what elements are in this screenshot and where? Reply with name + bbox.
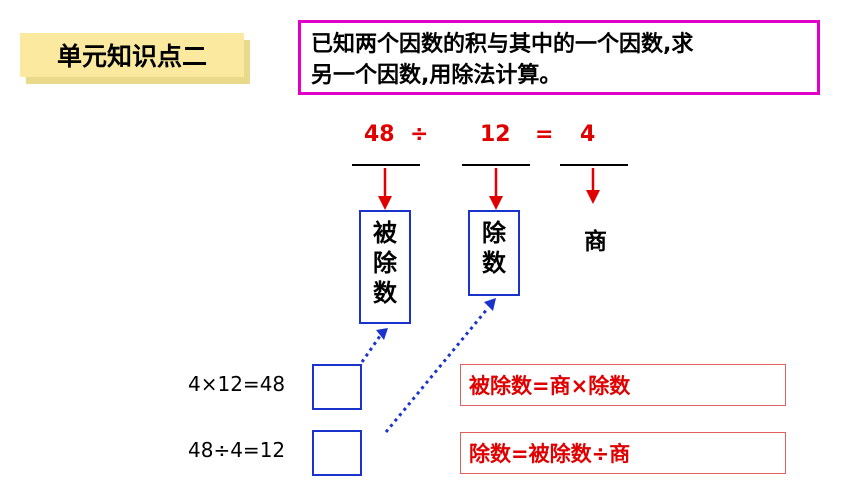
dotted-arrow-to-divisor-icon — [384, 298, 496, 433]
divisor-label-box: 除数 — [468, 210, 520, 296]
quotient-value: 4 — [580, 122, 596, 147]
equals-sign: = — [535, 122, 554, 147]
rule-2-text: 除数=被除数÷商 — [469, 442, 631, 466]
rule-box-2: 除数=被除数÷商 — [460, 432, 786, 474]
header-line-2: 另一个因数,用除法计算。 — [311, 63, 562, 88]
dotted-arrow-to-dividend-icon — [360, 328, 388, 363]
section-badge: 单元知识点二 — [20, 33, 244, 77]
dividend-value: 48 — [364, 122, 395, 147]
quotient-label: 商 — [584, 229, 607, 255]
dividend-underline — [352, 164, 420, 166]
multiply-formula: 4×12=48 — [188, 372, 286, 396]
divide-formula: 48÷4=12 — [188, 438, 286, 462]
divisor-arrow-icon — [489, 168, 503, 210]
dividend-label: 被除数 — [373, 219, 397, 307]
rule-1-text: 被除数=商×除数 — [469, 374, 631, 398]
quotient-underline — [560, 164, 628, 166]
division-sign: ÷ — [410, 122, 429, 147]
topic-header: 已知两个因数的积与其中的一个因数,求 另一个因数,用除法计算。 — [298, 20, 820, 95]
rule-box-1: 被除数=商×除数 — [460, 364, 786, 406]
divisor-value: 12 — [480, 122, 511, 147]
dividend-arrow-icon — [378, 168, 392, 210]
divisor-label: 除数 — [482, 219, 506, 277]
dividend-label-box: 被除数 — [359, 210, 411, 324]
multiply-blank-box[interactable] — [312, 364, 362, 410]
divide-blank-box[interactable] — [312, 430, 362, 476]
divisor-underline — [462, 164, 530, 166]
quotient-arrow-icon — [586, 168, 600, 204]
header-line-1: 已知两个因数的积与其中的一个因数,求 — [311, 32, 694, 57]
